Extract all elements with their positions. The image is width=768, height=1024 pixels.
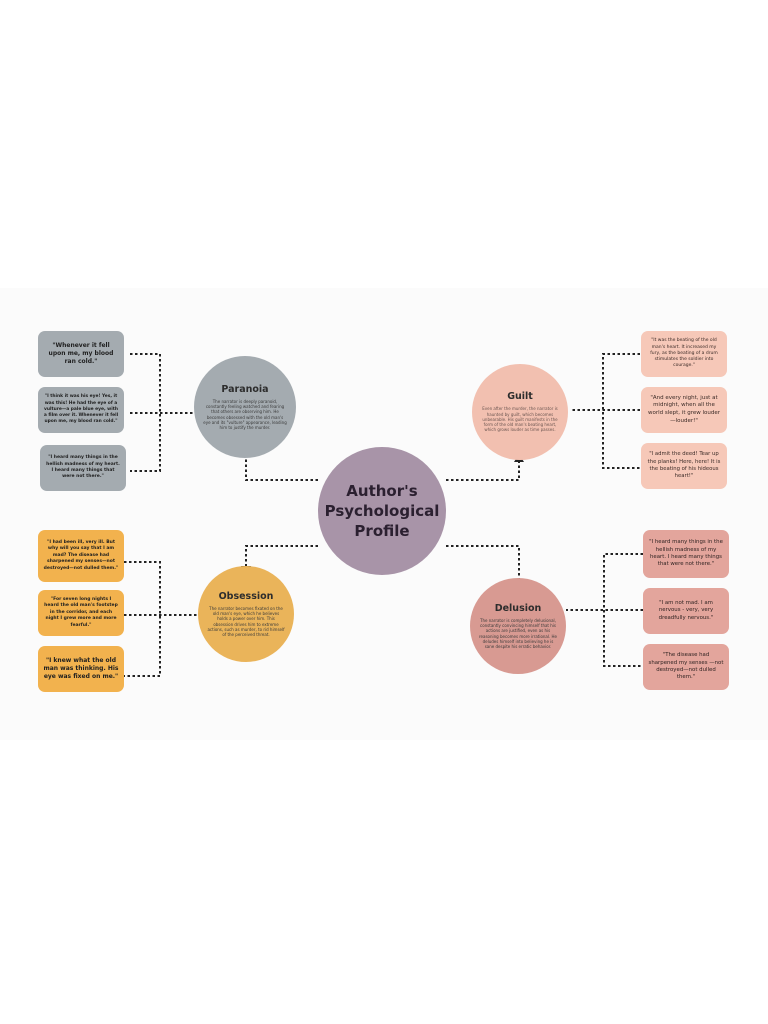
topic-description: Even after the murder, the narrator is h… xyxy=(482,406,558,433)
connector-center-guilt xyxy=(446,462,520,481)
topic-delusion: Delusion The narrator is completely delu… xyxy=(470,578,566,674)
quote-text: "I think it was his eye! Yes, it was thi… xyxy=(43,394,119,425)
quote-text: "And every night, just at midnight, when… xyxy=(647,394,721,424)
topic-title: Delusion xyxy=(494,602,542,614)
quote-text: "I had been ill, very ill. But why will … xyxy=(43,539,119,571)
quote-card-delusion-2: "I am not mad. I am nervous - very, very… xyxy=(643,588,729,634)
connector-guilt-bracket xyxy=(570,353,640,469)
quote-card-guilt-3: "I admit the deed! Tear up the planks! H… xyxy=(641,443,727,489)
quote-text: "I am not mad. I am nervous - very, very… xyxy=(658,599,714,621)
quote-card-guilt-2: "And every night, just at midnight, when… xyxy=(641,387,727,433)
topic-title: Guilt xyxy=(507,391,533,403)
quote-card-guilt-1: "It was the beating of the old man's hea… xyxy=(641,331,727,377)
topic-description: The narrator is completely delusional, c… xyxy=(479,617,558,649)
topic-description: The narrator becomes fixated on the old … xyxy=(207,605,285,637)
topic-title: Obsession xyxy=(218,590,274,602)
quote-text: "I heard many things in the hellish madn… xyxy=(649,539,723,568)
quote-text: "I heard many things in the hellish madn… xyxy=(46,455,120,480)
quote-text: "I admit the deed! Tear up the planks! H… xyxy=(647,451,721,480)
quote-card-delusion-3: "The disease had sharpened my senses —no… xyxy=(643,644,729,690)
quote-card-delusion-1: "I heard many things in the hellish madn… xyxy=(643,530,729,578)
quote-card-obsession-3: "I knew what the old man was thinking. H… xyxy=(38,646,124,692)
quote-text: "I knew what the old man was thinking. H… xyxy=(43,657,119,680)
quote-card-paranoia-1: "Whenever it fell upon me, my blood ran … xyxy=(38,331,124,377)
central-node: Author's Psychological Profile xyxy=(318,447,446,575)
quote-text: "The disease had sharpened my senses —no… xyxy=(648,652,724,681)
connector-paranoia-bracket xyxy=(130,353,196,472)
quote-card-obsession-2: "For seven long nights I heard the old m… xyxy=(38,590,124,636)
topic-obsession: Obsession The narrator becomes fixated o… xyxy=(198,566,294,662)
topic-guilt: Guilt Even after the murder, the narrato… xyxy=(472,364,568,460)
central-title: Author's Psychological Profile xyxy=(324,482,440,540)
quote-card-paranoia-2: "I think it was his eye! Yes, it was thi… xyxy=(38,387,124,433)
connector-center-delusion xyxy=(446,545,520,580)
connector-center-obsession xyxy=(245,545,318,568)
quote-card-paranoia-3: "I heard many things in the hellish madn… xyxy=(40,445,126,491)
topic-title: Paranoia xyxy=(221,383,269,395)
quote-text: "Whenever it fell upon me, my blood ran … xyxy=(48,342,114,365)
connector-delusion-bracket xyxy=(566,553,643,667)
connector-obsession-bracket xyxy=(124,561,200,677)
topic-description: The narrator is deeply paranoid, constan… xyxy=(203,398,287,430)
quote-text: "For seven long nights I heard the old m… xyxy=(44,596,118,628)
quote-card-obsession-1: "I had been ill, very ill. But why will … xyxy=(38,530,124,582)
connector-center-paranoia xyxy=(245,452,318,481)
topic-paranoia: Paranoia The narrator is deeply paranoid… xyxy=(194,356,296,458)
quote-text: "It was the beating of the old man's hea… xyxy=(650,338,718,369)
